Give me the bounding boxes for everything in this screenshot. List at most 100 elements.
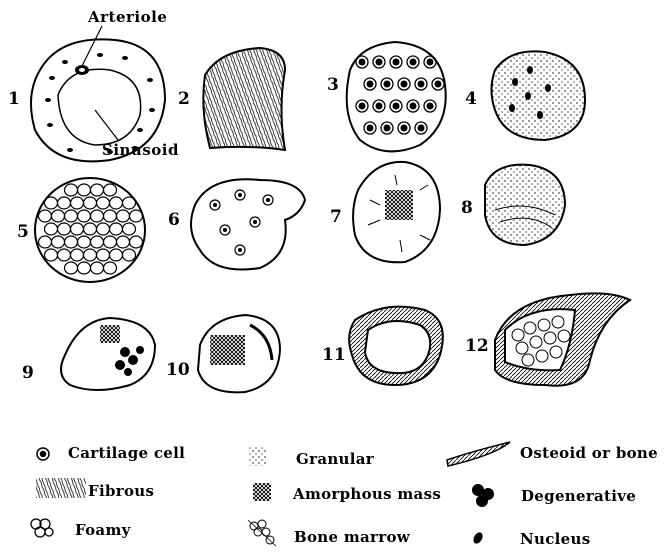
sinusoid-label: Sinusoid	[102, 141, 179, 159]
foamy-vacuole-shape	[58, 197, 71, 209]
cartilage-nucleus-shape	[360, 104, 365, 109]
foamy-vacuole-shape	[39, 210, 52, 222]
cartilage-nucleus-shape	[394, 104, 399, 109]
foamy-vacuole-shape	[130, 210, 143, 222]
panel-number-12: 12	[465, 336, 489, 356]
cartilage-nucleus-shape	[419, 126, 424, 131]
legend-osteoid-bone: Osteoid or bone	[520, 444, 658, 462]
foamy-vacuole-shape	[84, 197, 97, 209]
cartilage-cell-icon	[37, 448, 49, 460]
foamy-vacuole-shape	[78, 236, 91, 248]
cartilage-nucleus-shape	[385, 126, 390, 131]
foamy-vacuole-shape	[45, 223, 58, 235]
panel-8-cell	[485, 165, 565, 245]
cartilage-nucleus-shape	[436, 82, 441, 87]
panel-number-4: 4	[465, 89, 477, 109]
panel-number-6: 6	[168, 210, 180, 230]
cartilage-nucleus-shape	[368, 82, 373, 87]
legend-foamy: Foamy	[75, 521, 131, 539]
foamy-vacuole-shape	[97, 249, 110, 261]
foamy-vacuole-shape	[123, 223, 136, 235]
foamy-vacuole-shape	[97, 223, 110, 235]
panel-number-1: 1	[8, 89, 20, 109]
foamy-vacuole-shape	[117, 210, 130, 222]
cartilage-nucleus-shape	[411, 104, 416, 109]
foamy-vacuole-shape	[65, 210, 78, 222]
panel-number-5: 5	[17, 222, 29, 242]
foamy-vacuole-shape	[84, 223, 97, 235]
cartilage-nucleus-shape	[402, 126, 407, 131]
panel-number-8: 8	[461, 198, 473, 218]
foamy-vacuole-shape	[91, 236, 104, 248]
fibrous-icon	[36, 478, 86, 498]
foamy-vacuole-shape	[104, 262, 117, 274]
bone-marrow-icon	[248, 520, 276, 546]
cartilage-nucleus-shape	[368, 126, 373, 131]
foamy-vacuole-shape	[110, 249, 123, 261]
foamy-vacuole-shape	[78, 262, 91, 274]
panel-3-cell	[347, 42, 446, 151]
foamy-vacuole-shape	[110, 223, 123, 235]
panel-3-cartilage-cells	[356, 56, 444, 134]
amorphous-mass-icon	[253, 483, 271, 501]
foamy-vacuole-shape	[65, 262, 78, 274]
foamy-vacuole-shape	[52, 236, 65, 248]
legend-granular: Granular	[296, 450, 374, 468]
cartilage-nucleus-shape	[428, 104, 433, 109]
foamy-vacuole-shape	[91, 210, 104, 222]
nucleus-icon	[472, 531, 485, 545]
foamy-vacuole-shape	[123, 249, 136, 261]
arteriole-label: Arteriole	[88, 8, 167, 26]
foamy-vacuole-shape	[71, 197, 84, 209]
foamy-vacuole-shape	[104, 184, 117, 196]
panel-10-cell	[198, 315, 280, 392]
cartilage-nucleus-shape	[402, 82, 407, 87]
panel-7-cell	[353, 162, 440, 262]
foamy-vacuole-shape	[45, 197, 58, 209]
foamy-vacuole-shape	[45, 249, 58, 261]
foamy-vacuole-shape	[65, 236, 78, 248]
panel-11-cell	[349, 307, 443, 385]
foamy-vacuole-shape	[117, 236, 130, 248]
panel-number-3: 3	[327, 75, 339, 95]
foamy-vacuole-shape	[71, 223, 84, 235]
foamy-vacuole-shape	[130, 236, 143, 248]
panel-12-cell	[495, 293, 630, 385]
foamy-vacuole-shape	[97, 197, 110, 209]
legend-cartilage-cell: Cartilage cell	[68, 444, 185, 462]
cartilage-nucleus-shape	[360, 60, 365, 65]
foamy-vacuole-shape	[91, 262, 104, 274]
foamy-vacuole-shape	[123, 197, 136, 209]
panel-6-cell	[191, 179, 305, 269]
cartilage-nucleus-shape	[385, 82, 390, 87]
foamy-vacuole-shape	[71, 249, 84, 261]
legend-nucleus: Nucleus	[520, 530, 590, 548]
foamy-vacuole-shape	[84, 249, 97, 261]
cartilage-nucleus-shape	[377, 104, 382, 109]
panel-5-foamy-vacuoles	[39, 184, 143, 274]
cartilage-nucleus-shape	[428, 60, 433, 65]
degenerative-icon	[472, 484, 494, 507]
legend-amorphous-mass: Amorphous mass	[293, 485, 441, 503]
panel-2-cell	[203, 48, 285, 150]
legend-degenerative: Degenerative	[521, 487, 636, 505]
foamy-vacuole-shape	[52, 210, 65, 222]
foamy-vacuole-shape	[110, 197, 123, 209]
legend-fibrous: Fibrous	[88, 482, 154, 500]
panel-number-9: 9	[22, 363, 34, 383]
foamy-vacuole-shape	[78, 184, 91, 196]
foamy-vacuole-shape	[58, 249, 71, 261]
panel-9-cell	[61, 318, 155, 390]
panel-4-cell	[492, 51, 586, 140]
panel-5-cell	[35, 178, 145, 282]
foamy-icon	[31, 519, 53, 537]
cartilage-nucleus-shape	[419, 82, 424, 87]
cartilage-nucleus-shape	[377, 60, 382, 65]
cartilage-nucleus-shape	[411, 60, 416, 65]
foamy-vacuole-shape	[65, 184, 78, 196]
foamy-vacuole-shape	[58, 223, 71, 235]
granular-icon	[248, 446, 266, 466]
osteoid-bone-icon	[447, 442, 510, 466]
legend-bone-marrow: Bone marrow	[294, 528, 410, 546]
